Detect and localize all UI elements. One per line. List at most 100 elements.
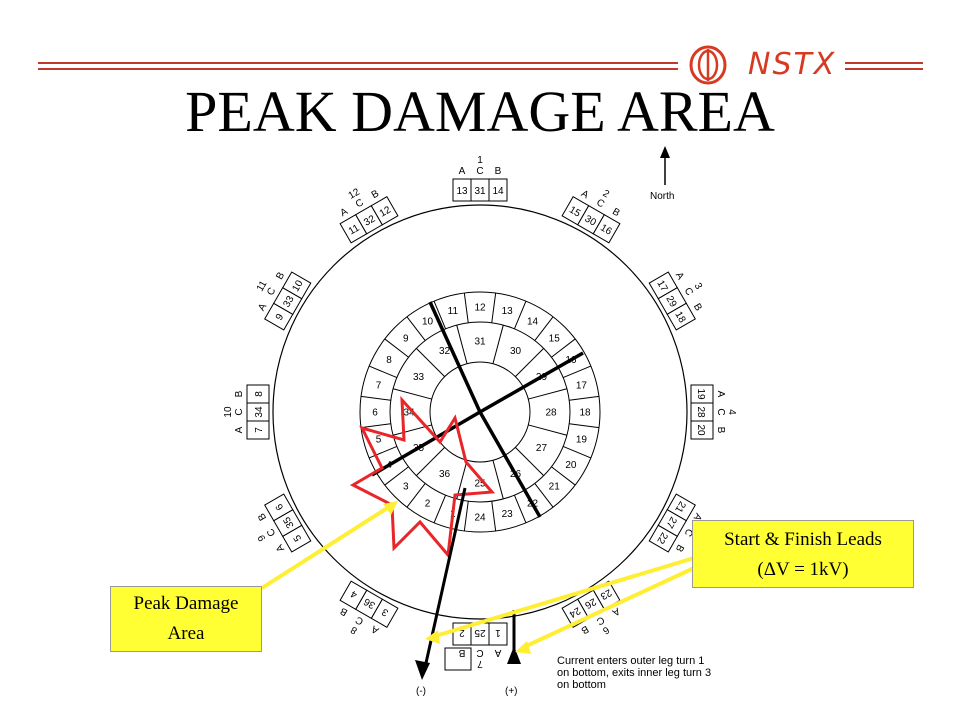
outer-divider bbox=[406, 483, 426, 508]
ring-2 bbox=[429, 361, 531, 463]
outer-divider bbox=[513, 300, 527, 330]
segment-phase-label: B bbox=[370, 188, 382, 201]
outer-turn-label: 11 bbox=[448, 306, 459, 317]
lead-neg-label: (-) bbox=[416, 686, 426, 697]
segment-cell-label: 4 bbox=[349, 588, 360, 601]
peak-arrow-head-icon bbox=[383, 501, 398, 515]
outer-divider bbox=[384, 338, 409, 358]
inner-divider bbox=[416, 447, 445, 476]
outer-boundary-circle bbox=[272, 204, 688, 620]
terminal-box bbox=[444, 647, 472, 671]
lead-arrow-head-1-icon bbox=[425, 630, 440, 644]
inner-divider bbox=[492, 460, 504, 500]
segment-number: 9 bbox=[256, 532, 269, 543]
segment-number: 12 bbox=[347, 186, 363, 201]
outer-turn-label: 23 bbox=[502, 509, 514, 520]
segment-cell-label: 13 bbox=[456, 186, 468, 197]
segment-phase-label: C bbox=[715, 408, 726, 415]
segment-cell-label: 9 bbox=[274, 312, 287, 323]
segment-cell-label: 33 bbox=[281, 294, 296, 310]
outer-divider bbox=[360, 395, 391, 401]
inner-turn-label: 27 bbox=[536, 443, 548, 454]
segment-cell-label: 23 bbox=[598, 586, 614, 601]
segment-cell bbox=[666, 302, 696, 331]
segment-phase-label: C bbox=[354, 614, 366, 627]
segment-number: 10 bbox=[223, 406, 234, 418]
segment-phase-label: A bbox=[691, 511, 704, 523]
inner-turn-label: 32 bbox=[439, 346, 451, 357]
segment-phase-label: A bbox=[369, 623, 381, 636]
inner-divider bbox=[456, 460, 468, 500]
logo-text: NSTX bbox=[748, 47, 837, 82]
segment-number: 1 bbox=[477, 155, 483, 166]
segment-phase-label: A bbox=[459, 166, 466, 177]
segment-cell-label: 2 bbox=[459, 627, 465, 638]
outer-divider bbox=[368, 445, 398, 459]
segment-phase-label: B bbox=[495, 166, 502, 177]
segment-cell-label: 6 bbox=[274, 501, 287, 512]
lead-pos-arrow-icon bbox=[507, 646, 521, 664]
outer-divider bbox=[463, 292, 469, 323]
outer-divider bbox=[360, 423, 391, 429]
outer-turn-label: 15 bbox=[549, 333, 561, 344]
boundary-line-3 bbox=[478, 411, 542, 518]
page-title: PEAK DAMAGE AREA bbox=[185, 79, 775, 144]
segment-cell-label: 22 bbox=[654, 530, 669, 546]
outer-turn-label: 14 bbox=[527, 317, 539, 328]
outer-turn-label: 12 bbox=[474, 303, 486, 314]
segment-phase-label: A bbox=[673, 271, 686, 283]
segment-phase-label: B bbox=[338, 605, 350, 618]
segment-cell-label: 15 bbox=[567, 204, 583, 219]
segment-cell-label: 31 bbox=[474, 186, 486, 197]
segment-cell-label: 30 bbox=[583, 213, 599, 228]
inner-turn-label: 25 bbox=[474, 479, 486, 490]
segment-phase-label: C bbox=[594, 197, 606, 210]
segment-cell-label: 18 bbox=[672, 310, 687, 326]
segment-phase-label: B bbox=[691, 302, 704, 314]
outer-turn-label: 18 bbox=[579, 408, 591, 419]
start-finish-callout: Start & Finish Leads (ΔV = 1kV) bbox=[692, 520, 914, 588]
damage-area-star bbox=[349, 395, 496, 559]
lead-neg-arrow-icon bbox=[415, 660, 430, 680]
compass-label: North bbox=[650, 191, 674, 202]
outer-circle bbox=[272, 204, 688, 620]
outer-divider bbox=[534, 483, 554, 508]
segment-phase-label: B bbox=[458, 647, 465, 658]
start-line1: Start & Finish Leads bbox=[724, 529, 882, 550]
outer-turn-label: 21 bbox=[549, 482, 561, 493]
segment-cell-label: 27 bbox=[663, 515, 678, 531]
outer-divider bbox=[513, 494, 527, 524]
segment-cell bbox=[264, 493, 294, 522]
outer-divider bbox=[551, 338, 576, 358]
outer-turn-label: 7 bbox=[376, 380, 382, 391]
segment-phase-label: A bbox=[274, 542, 287, 554]
segment-cell-label: 10 bbox=[290, 278, 305, 294]
segment-number: 2 bbox=[601, 188, 612, 201]
segment-phase-label: B bbox=[673, 542, 686, 554]
segment-phase-label: C bbox=[476, 166, 483, 177]
segment-cell-label: 14 bbox=[492, 186, 504, 197]
segment-phase-label: A bbox=[494, 647, 501, 658]
segment-cell bbox=[648, 524, 678, 553]
segment-phase-label: A bbox=[715, 391, 726, 398]
outer-divider bbox=[433, 300, 447, 330]
ring-0 bbox=[359, 291, 601, 533]
outer-turn-label: 8 bbox=[386, 355, 392, 366]
segment-cell-label: 32 bbox=[362, 213, 378, 228]
lead-pos-label: (+) bbox=[505, 686, 518, 697]
outer-turn-label: 19 bbox=[576, 435, 588, 446]
segment-phase-label: B bbox=[715, 427, 726, 434]
segment-phase-label: B bbox=[256, 511, 269, 523]
inner-divider bbox=[416, 348, 445, 377]
inner-turn-label: 28 bbox=[545, 408, 557, 419]
segment-phase-label: C bbox=[354, 197, 366, 210]
inner-turn-label: 33 bbox=[413, 372, 425, 383]
inner-divider bbox=[528, 388, 568, 400]
segment-cell bbox=[592, 214, 621, 244]
segment-cell-label: 24 bbox=[567, 604, 583, 619]
